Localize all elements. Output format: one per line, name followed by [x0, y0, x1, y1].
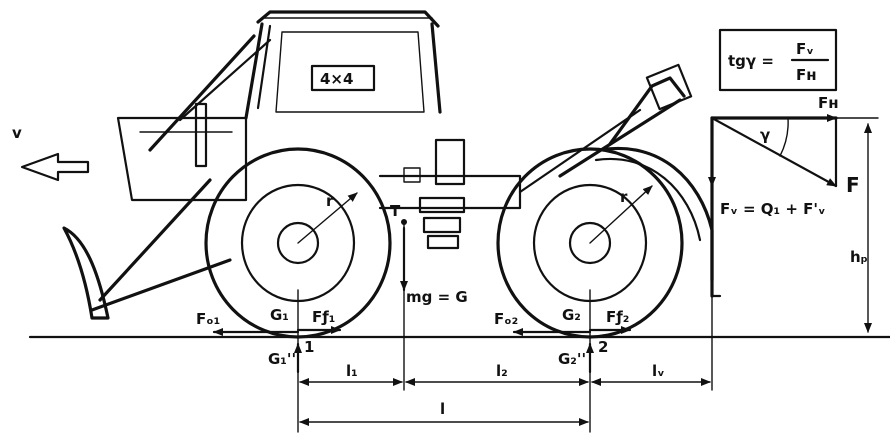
- cg-marker: [401, 219, 407, 225]
- direction-arrow: [20, 152, 90, 182]
- fo2-label: Fₒ₂: [494, 310, 518, 328]
- ff1-label: Fƒ₁: [312, 308, 335, 326]
- g2-label: G₂: [562, 306, 581, 324]
- ff2-label: Fƒ₂: [606, 308, 629, 326]
- drive-mode-badge: [310, 64, 376, 92]
- axle1-label: 1: [304, 338, 314, 356]
- angle-arc: [779, 117, 789, 157]
- formula-numerator: Fᵥ: [796, 40, 814, 58]
- tractor-body: [62, 10, 838, 320]
- formula-box: [718, 28, 838, 92]
- weight-label: mg = G: [406, 288, 468, 306]
- g1-second-label: G₁'': [268, 350, 296, 368]
- dim-l-label: l: [440, 400, 445, 418]
- formula-denominator: Fʜ: [796, 66, 817, 84]
- height-label: hₚ: [850, 248, 868, 266]
- dim-l1-label: l₁: [346, 362, 358, 380]
- front-radius-label: r: [326, 192, 334, 210]
- fh-label: Fʜ: [818, 94, 839, 112]
- drive-mode-label: 4×4: [320, 70, 353, 88]
- cg-label: T: [390, 202, 401, 220]
- f-label: F: [846, 173, 860, 197]
- axle2-label: 2: [598, 338, 608, 356]
- fo1-label: Fₒ₁: [196, 310, 220, 328]
- direction-label: v: [12, 124, 22, 142]
- g1-label: G₁: [270, 306, 289, 324]
- rear-radius-label: r: [620, 188, 628, 206]
- g2-second-label: G₂'': [558, 350, 586, 368]
- dim-l2-label: l₂: [496, 362, 508, 380]
- angle-label: γ: [760, 126, 770, 144]
- f-arrow: [710, 116, 838, 188]
- formula-lhs: tgγ =: [728, 52, 774, 70]
- fv-label: Fᵥ = Q₁ + F'ᵥ: [720, 200, 825, 218]
- dim-lv-label: lᵥ: [652, 362, 665, 380]
